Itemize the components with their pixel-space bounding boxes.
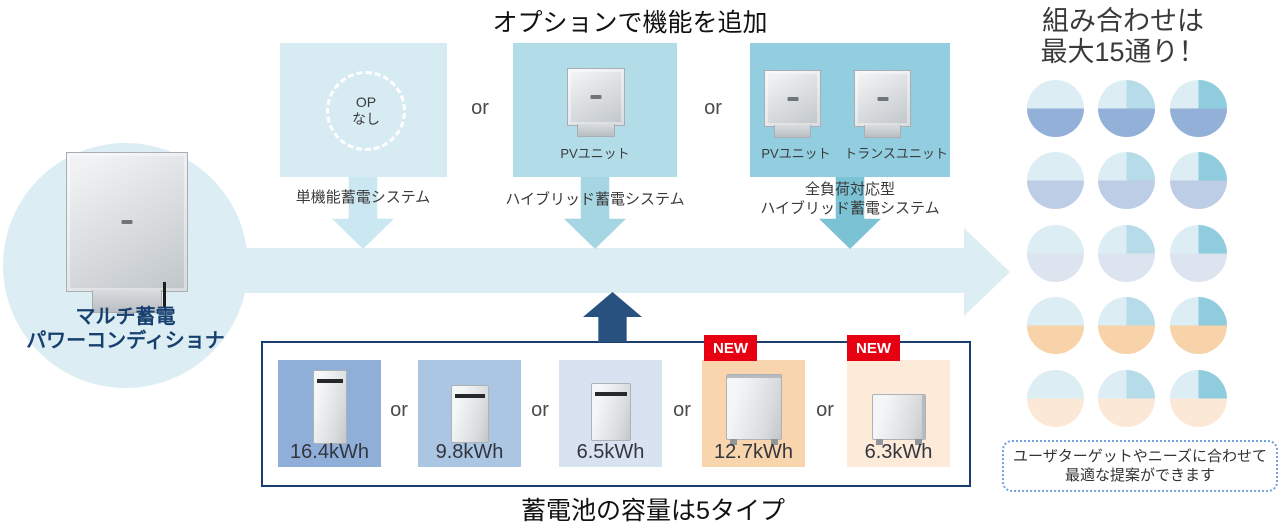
battery-box-6-5kwh: 6.5kWh (559, 360, 662, 467)
or-separator: or (390, 399, 408, 421)
note-line1: ユーザターゲットやニーズに合わせて (1013, 448, 1267, 465)
option-down-arrow-2 (564, 177, 626, 249)
no-option-text-line1: OP (355, 94, 377, 110)
option-label-2: ハイブリッド蓄電システム (505, 191, 685, 208)
new-badge: NEW (847, 335, 900, 361)
flow-arrow-head (964, 228, 1010, 316)
combination-pie (1170, 370, 1227, 427)
combinations-title: 組み合わせは 最大15通り！ (1008, 6, 1238, 68)
power-conditioner-image (66, 152, 188, 292)
pv-unit-base (774, 125, 811, 138)
combination-pie (1027, 80, 1084, 137)
capacity-label: 12.7kWh (714, 441, 793, 463)
combination-pie (1098, 80, 1155, 137)
capacity-label: 6.3kWh (864, 441, 933, 463)
battery-image (312, 370, 347, 444)
brand-logo-mark (877, 96, 888, 101)
option-label-3-line1: 全負荷対応型 (804, 181, 895, 198)
battery-image (590, 383, 631, 441)
trans-unit-image (854, 70, 911, 127)
option-label-1: 単機能蓄電システム (295, 189, 431, 206)
capacity-label: 9.8kWh (435, 441, 504, 463)
combination-pie (1170, 225, 1227, 282)
option-box-pv: PVユニット (513, 43, 677, 177)
option-label-3-line2: ハイブリッド蓄電システム (760, 200, 940, 217)
main-unit-label: マルチ蓄電 パワーコンディショナ (3, 305, 248, 353)
or-separator: or (816, 399, 834, 421)
brand-logo-mark (121, 220, 133, 224)
battery-box-9-8kwh: 9.8kWh (418, 360, 521, 467)
pv-unit-label: PVユニット (761, 146, 831, 161)
combination-pie (1170, 80, 1227, 137)
combinations-title-line2: 最大15通り！ (1040, 37, 1206, 67)
combination-pie (1098, 225, 1155, 282)
combination-pie (1098, 152, 1155, 209)
pv-unit-image (567, 68, 625, 126)
batteries-title: 蓄電池の容量は5タイプ (521, 497, 785, 525)
option-label-3: 全負荷対応型 ハイブリッド蓄電システム (738, 180, 962, 218)
or-separator: or (531, 399, 549, 421)
new-badge: NEW (704, 335, 757, 361)
power-conditioner-base (92, 282, 166, 313)
battery-image (871, 394, 926, 445)
option-box-no-op: OP なし (280, 43, 447, 177)
or-separator: or (471, 97, 489, 119)
options-title: オプションで機能を追加 (492, 9, 768, 37)
pv-unit-base (577, 124, 615, 137)
battery-box-16-4kwh: 16.4kWh (278, 360, 381, 467)
combination-pie (1170, 297, 1227, 354)
battery-up-arrow (583, 292, 642, 342)
battery-box-12-7kwh: 12.7kWh (702, 360, 805, 467)
main-unit-label-line2: パワーコンディショナ (26, 330, 225, 352)
main-unit-label-line1: マルチ蓄電 (75, 306, 176, 328)
combination-pie (1170, 152, 1227, 209)
note-line2: 最適な提案ができます (1064, 467, 1215, 484)
option-box-pv-trans: PVユニット トランスユニット (750, 43, 950, 177)
no-option-dashed-circle: OP なし (326, 71, 406, 151)
combination-pie (1027, 370, 1084, 427)
note-box: ユーザターゲットやニーズに合わせて 最適な提案ができます (1002, 440, 1278, 492)
battery-image (450, 385, 489, 443)
combination-pie (1027, 297, 1084, 354)
combination-pie (1098, 370, 1155, 427)
brand-logo-mark (787, 96, 798, 101)
pv-unit-image (764, 70, 821, 127)
trans-unit-base (864, 125, 901, 138)
battery-image (725, 374, 782, 445)
capacity-label: 16.4kWh (290, 441, 369, 463)
pv-unit-label: PVユニット (560, 146, 630, 161)
combinations-title-line1: 組み合わせは (1042, 6, 1204, 36)
capacity-label: 6.5kWh (576, 441, 645, 463)
brand-logo-mark (590, 95, 602, 99)
trans-unit-label: トランスユニット (844, 146, 948, 161)
or-separator: or (673, 399, 691, 421)
flow-arrow-band (160, 248, 965, 293)
battery-box-6-3kwh: 6.3kWh (847, 360, 950, 467)
combination-pie (1098, 297, 1155, 354)
combination-pie (1027, 225, 1084, 282)
combination-pie (1027, 152, 1084, 209)
or-separator: or (704, 97, 722, 119)
no-option-text-line2: なし (352, 111, 380, 127)
